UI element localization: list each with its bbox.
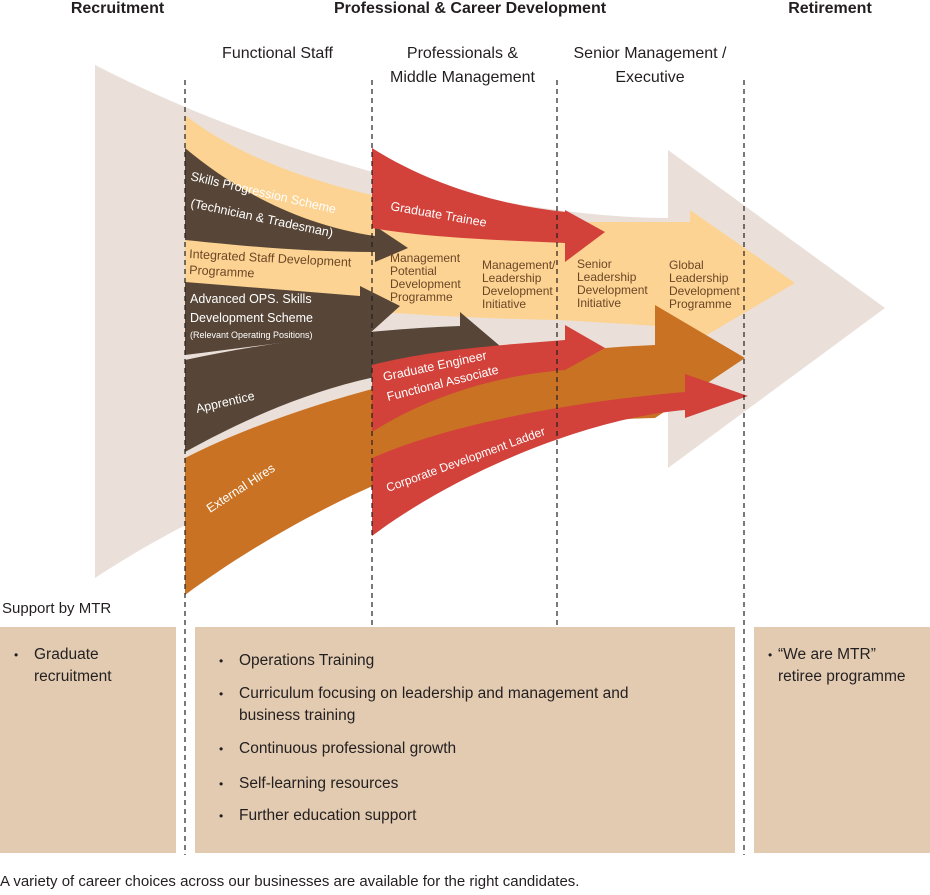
- mldi-label-4: Initiative: [482, 297, 526, 311]
- support-recruitment-line2: recruitment: [34, 668, 112, 685]
- support-dev-text-operations: Operations Training: [239, 652, 375, 669]
- mpdp-label-3: Development: [390, 277, 461, 291]
- sldi-label-2: Leadership: [577, 270, 637, 284]
- support-dev-text-self-learning: Self-learning resources: [239, 775, 399, 792]
- support-dev-item-curriculum: Curriculum focusing on leadership and ma…: [205, 683, 735, 727]
- stage-functional-staff: Functional Staff: [222, 45, 333, 62]
- support-dev-item-self-learning: Self-learning resources: [205, 773, 735, 795]
- stage-middle-line2: Middle Management: [390, 69, 535, 86]
- phase-recruitment-title: Recruitment: [70, 0, 165, 17]
- integrated-staff-label-2: Programme: [189, 263, 255, 280]
- support-label: Support by MTR: [2, 600, 112, 617]
- graduate-trainee-arrow: [372, 148, 605, 262]
- footer-note: A variety of career choices across our b…: [0, 873, 580, 890]
- support-development-box: Operations Training Curriculum focusing …: [195, 627, 735, 853]
- mldi-label-3: Development: [482, 284, 553, 298]
- support-dev-item-further-education: Further education support: [205, 805, 735, 827]
- gldp-label-4: Programme: [669, 297, 732, 311]
- phase-development-title: Professional & Career Development: [333, 0, 607, 17]
- support-dev-item-operations: Operations Training: [205, 650, 735, 672]
- skills-progression-arrow: [185, 148, 408, 262]
- mldi-label-2: Leadership: [482, 271, 542, 285]
- advanced-ops-label-2: Development Scheme: [190, 311, 313, 325]
- advanced-ops-arrow: [185, 282, 400, 355]
- gldp-label-1: Global: [669, 258, 704, 272]
- support-recruitment-box: Graduate recruitment: [0, 627, 176, 853]
- phase-retirement-title: Retirement: [788, 0, 872, 17]
- mpdp-label-1: Management: [390, 251, 461, 265]
- corporate-ladder-arrow: [372, 374, 748, 536]
- support-retirement-line2: retiree programme: [778, 668, 906, 685]
- support-dev-item-growth: Continuous professional growth: [205, 738, 735, 760]
- stage-senior-line2: Executive: [615, 69, 685, 86]
- sldi-label-4: Initiative: [577, 296, 621, 310]
- sldi-label-3: Development: [577, 283, 648, 297]
- mpdp-label-2: Potential: [390, 264, 437, 278]
- mldi-label-1: Management/: [482, 258, 556, 272]
- advanced-ops-label: Advanced OPS. Skills: [190, 292, 312, 306]
- support-retirement-box: “We are MTR” retiree programme: [754, 627, 930, 853]
- sldi-label-1: Senior: [577, 257, 612, 271]
- advanced-ops-sublabel: (Relevant Operating Positions): [190, 330, 313, 340]
- graduate-engineer-arrow: [372, 325, 605, 432]
- gldp-label-2: Leadership: [669, 271, 729, 285]
- stage-senior-line1: Senior Management /: [573, 45, 727, 62]
- support-recruitment-line1: Graduate: [34, 646, 99, 663]
- stage-middle-management: Professionals & Middle Management: [370, 42, 555, 90]
- support-dev-text-curriculum-1: Curriculum focusing on leadership and ma…: [239, 685, 629, 702]
- stage-separators: [184, 80, 745, 855]
- gldp-label-3: Development: [669, 284, 740, 298]
- support-dev-text-further-education: Further education support: [239, 807, 417, 824]
- stage-senior-management: Senior Management / Executive: [555, 42, 745, 90]
- support-recruitment-item: Graduate recruitment: [0, 644, 176, 688]
- support-dev-text-growth: Continuous professional growth: [239, 740, 457, 757]
- mpdp-label-4: Programme: [390, 290, 453, 304]
- support-retirement-line1: “We are MTR”: [778, 646, 876, 663]
- support-retirement-item: “We are MTR” retiree programme: [754, 644, 930, 688]
- apprentice-arrow: [185, 312, 500, 452]
- support-dev-text-curriculum-2: business training: [239, 707, 356, 724]
- stage-middle-line1: Professionals &: [406, 45, 519, 62]
